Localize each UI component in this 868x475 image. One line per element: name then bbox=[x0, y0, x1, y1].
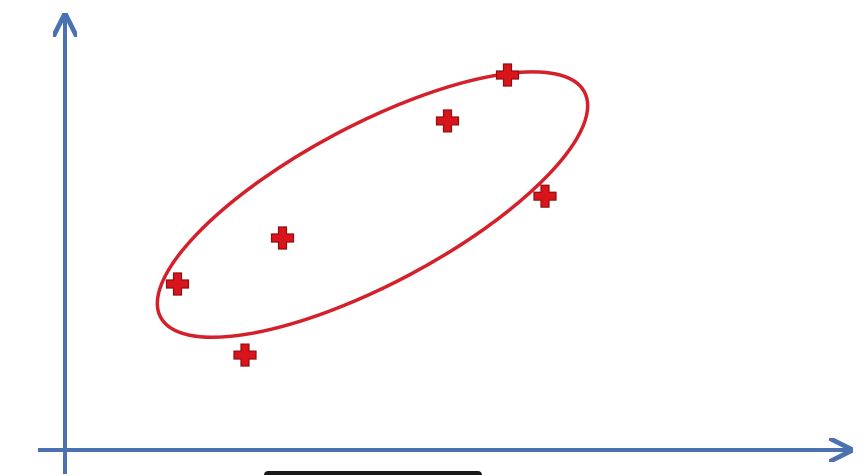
data-point-3 bbox=[270, 226, 295, 250]
cluster-outline-layer bbox=[155, 70, 590, 340]
data-point-1 bbox=[165, 272, 190, 296]
data-points bbox=[165, 63, 557, 367]
data-point-4 bbox=[435, 109, 460, 133]
data-point-5 bbox=[495, 63, 520, 87]
axes bbox=[38, 18, 848, 474]
bottom-overlay-bar bbox=[264, 471, 482, 475]
data-point-2 bbox=[233, 343, 257, 367]
data-point-6 bbox=[533, 184, 557, 208]
cluster-ellipse bbox=[155, 70, 590, 340]
